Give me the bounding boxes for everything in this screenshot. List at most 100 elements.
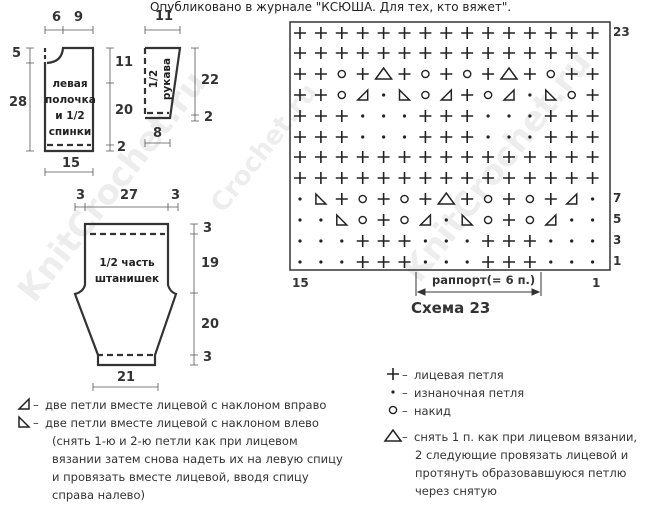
yarn-over-icon xyxy=(337,69,347,79)
knit-stitch-icon xyxy=(419,47,432,59)
knit-stitch-icon xyxy=(356,47,369,59)
sleeve-dim-right: 22 xyxy=(201,73,220,88)
front-dim-top-right: 9 xyxy=(74,10,84,25)
purl-stitch-icon xyxy=(382,114,386,118)
purl-stitch-icon xyxy=(340,239,344,243)
knit-stitch-icon xyxy=(482,68,495,80)
k2tog-right-icon xyxy=(17,397,30,410)
knit-stitch-icon xyxy=(294,172,306,184)
knit-stitch-icon xyxy=(544,193,557,205)
publication-header: Опубликовано в журнале "КСЮША. Для тех, … xyxy=(150,0,512,14)
knit-stitch-icon xyxy=(544,27,557,39)
k2tog-right-icon xyxy=(502,88,515,101)
triple-decrease-icon xyxy=(374,66,394,80)
purl-stitch-icon xyxy=(391,390,395,394)
knit-stitch-icon xyxy=(523,256,536,268)
purl-stitch-icon xyxy=(549,239,553,243)
knit-stitch-icon xyxy=(565,172,578,184)
knit-stitch-icon xyxy=(419,193,432,205)
purl-stitch-icon xyxy=(319,260,323,264)
yarn-over-icon xyxy=(483,194,493,204)
knit-stitch-icon xyxy=(503,27,515,39)
knit-stitch-icon xyxy=(377,27,390,39)
label-line: штанишек xyxy=(94,273,160,285)
sleeve-dim-right-bottom: 2 xyxy=(204,110,214,125)
knit-stitch-icon xyxy=(586,47,599,59)
yarn-over-icon xyxy=(358,215,368,225)
knit-stitch-icon xyxy=(335,131,348,143)
pants-dim-right-bottom: 3 xyxy=(203,350,213,365)
knit-stitch-icon xyxy=(419,27,432,39)
knit-stitch-icon xyxy=(356,151,369,163)
knit-stitch-icon xyxy=(398,151,411,163)
yarn-over-icon xyxy=(388,405,398,415)
chart-row-label: 1 xyxy=(613,254,622,268)
sleeve-dim-top: 11 xyxy=(155,9,174,24)
knit-stitch-icon xyxy=(482,172,495,184)
knit-stitch-icon xyxy=(294,47,306,59)
knit-stitch-icon xyxy=(294,27,306,39)
knit-stitch-icon xyxy=(565,27,578,39)
k2tog-left-icon xyxy=(461,213,475,226)
knit-stitch-icon xyxy=(294,110,306,122)
legend-text: (снять 1-ю и 2-ю петли как при лицевом xyxy=(52,434,298,448)
knit-stitch-icon xyxy=(377,172,390,184)
knit-stitch-icon xyxy=(356,256,369,268)
front-piece-outline xyxy=(43,46,95,153)
pants-dim-top-right: 3 xyxy=(171,188,181,203)
chart-row-label: 3 xyxy=(613,233,622,247)
pants-dim-top-left: 3 xyxy=(76,188,86,203)
purl-stitch-icon xyxy=(340,260,344,264)
label-line: спинки xyxy=(48,126,92,138)
knit-stitch-icon xyxy=(377,47,390,59)
knit-stitch-icon xyxy=(523,27,536,39)
yarn-over-icon xyxy=(421,69,430,79)
label-line: 1/2 xyxy=(148,69,160,89)
knit-stitch-icon xyxy=(398,235,411,247)
knit-stitch-icon xyxy=(356,235,369,247)
knit-stitch-icon xyxy=(461,89,474,101)
purl-stitch-icon xyxy=(591,197,595,201)
pants-outline xyxy=(73,222,178,367)
chart-row-label: 7 xyxy=(613,191,622,205)
knit-stitch-icon xyxy=(523,172,536,184)
k2tog-right-icon xyxy=(439,88,453,101)
knit-stitch-icon xyxy=(523,235,536,247)
knit-stitch-icon xyxy=(398,172,411,184)
purl-stitch-icon xyxy=(486,114,490,118)
knit-stitch-icon xyxy=(314,131,327,143)
legend-text: 2 следующие провязать лицевой и xyxy=(415,448,629,462)
knit-stitch-icon xyxy=(461,47,474,59)
front-dimension-lines xyxy=(26,26,114,176)
knit-stitch-icon xyxy=(503,172,515,184)
front-dim-right-top: 11 xyxy=(115,55,134,70)
triple-decrease-icon xyxy=(499,66,519,80)
triple-decrease-icon xyxy=(436,191,456,205)
purl-stitch-icon xyxy=(382,93,386,97)
knit-stitch-icon xyxy=(356,68,369,80)
legend-text: накид xyxy=(414,404,451,418)
knit-stitch-icon xyxy=(335,151,348,163)
legend-text: две петли вместе лицевой с наклоном влев… xyxy=(45,416,319,430)
purl-stitch-icon xyxy=(570,239,574,243)
knit-stitch-icon xyxy=(440,151,453,163)
pants-dim-right-lower: 20 xyxy=(201,317,220,332)
front-dim-left-top: 5 xyxy=(12,46,22,61)
purl-stitch-icon xyxy=(423,260,427,264)
knit-stitch-icon xyxy=(565,47,578,59)
knit-stitch-icon xyxy=(440,172,453,184)
knit-stitch-icon xyxy=(503,193,515,205)
knit-stitch-icon xyxy=(586,151,599,163)
pants-dim-right-top: 3 xyxy=(203,221,213,236)
yarn-over-icon xyxy=(483,215,493,225)
purl-stitch-icon xyxy=(361,114,365,118)
knit-stitch-icon xyxy=(398,47,411,59)
purl-stitch-icon xyxy=(549,260,553,264)
purl-stitch-icon xyxy=(319,218,323,222)
purl-stitch-icon xyxy=(507,114,511,118)
yarn-over-icon xyxy=(525,215,535,225)
purl-stitch-icon xyxy=(423,239,427,243)
knit-stitch-icon xyxy=(377,151,390,163)
sleeve-dimension-lines xyxy=(144,26,199,147)
purl-stitch-icon xyxy=(402,114,407,118)
